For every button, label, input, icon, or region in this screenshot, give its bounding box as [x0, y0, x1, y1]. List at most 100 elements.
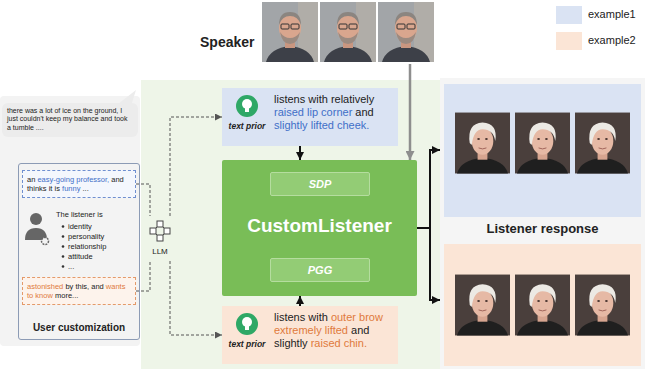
list-item: ...	[68, 262, 74, 271]
text-run	[318, 106, 321, 118]
node-text: astonished by this, and wants to know mo…	[27, 282, 131, 300]
text-run: professor,	[76, 175, 109, 184]
text-run	[104, 282, 106, 291]
text-run	[73, 282, 75, 291]
text-run	[356, 311, 359, 323]
llm-icon	[150, 221, 170, 241]
text-run: brow	[359, 311, 383, 323]
text-run	[33, 291, 35, 300]
text-run: astonished	[27, 282, 63, 291]
text-run: to	[27, 291, 33, 300]
node-text: text prior	[223, 121, 271, 131]
text-run: more...	[55, 291, 78, 300]
llm-icon-node	[157, 235, 163, 241]
list-item: attitude	[68, 252, 93, 261]
text-run	[341, 337, 344, 349]
model-box: CustomListener SDP PGG	[222, 160, 417, 296]
text-run: with	[308, 311, 328, 323]
llm-icon-node	[157, 221, 163, 227]
text-run: lifted	[311, 119, 334, 131]
llm-box: LLM	[142, 216, 178, 261]
text-run	[305, 311, 308, 323]
example1-band	[444, 84, 641, 217]
connector	[409, 64, 412, 160]
listener-photo	[455, 275, 510, 336]
text-prior-box: text priorlistens with outer brow extrem…	[222, 306, 398, 364]
response-group: Listener response	[440, 80, 645, 369]
bulb-badge	[236, 313, 258, 335]
list-item: relationship	[68, 242, 106, 251]
text-run	[304, 106, 307, 118]
text-run	[53, 291, 55, 300]
text-run	[60, 184, 62, 193]
bulb-glass	[242, 317, 252, 327]
text-run: lip	[307, 106, 318, 118]
bullet	[62, 225, 65, 228]
bulb-icon	[235, 312, 259, 336]
text-run	[80, 184, 82, 193]
node-text: LLM	[142, 247, 178, 257]
text-run: raised	[274, 106, 304, 118]
legend-text: example1	[588, 8, 636, 21]
node-text: Listener response	[440, 221, 645, 237]
text-run	[308, 119, 311, 131]
text-run	[63, 282, 65, 291]
speaker-photo	[378, 2, 434, 62]
text-run: and	[91, 282, 104, 291]
bulb-glass	[242, 99, 252, 109]
connector	[417, 150, 440, 228]
response-panel	[440, 78, 645, 369]
text-run	[89, 282, 91, 291]
text-run	[305, 93, 308, 105]
listener-photo	[575, 275, 630, 336]
text-run: thinks	[27, 184, 47, 193]
speech-bubble: there was a lot of ice on the ground, I …	[2, 103, 138, 137]
legend-swatch	[556, 6, 582, 24]
node-text: an easy-going professor, and thinks it i…	[27, 175, 131, 193]
module-box: PGG	[270, 258, 370, 282]
node-text: there was a lot of ice on the ground, I …	[7, 107, 133, 132]
listener-photo	[515, 113, 570, 174]
llm-icon-node	[150, 228, 156, 234]
node-text: PGG	[271, 264, 369, 277]
text-run: know	[35, 291, 53, 300]
bullet	[62, 265, 65, 268]
text-run: funny	[62, 184, 80, 193]
text-run: raised	[311, 337, 341, 349]
persona-box: an easy-going professor, and thinks it i…	[22, 170, 136, 198]
connector	[170, 117, 222, 216]
legend-text: example2	[588, 34, 636, 47]
text-run	[334, 119, 337, 131]
list-heading: The listener is	[56, 210, 103, 219]
text-run	[47, 184, 49, 193]
node-text: CustomListener	[222, 215, 417, 238]
node-text: listens with outer brow extremely lifted…	[274, 311, 394, 351]
text-run	[328, 311, 331, 323]
text-run: listens	[274, 311, 305, 323]
text-run	[328, 93, 331, 105]
bullet	[62, 235, 65, 238]
bullet	[62, 245, 65, 248]
text-run	[109, 175, 111, 184]
speaker-photo	[262, 2, 318, 62]
text-run: corner	[321, 106, 352, 118]
speaker-group: Speaker	[195, 0, 440, 64]
text-run	[308, 337, 311, 349]
node-text: SDP	[271, 178, 369, 191]
text-run	[35, 175, 37, 184]
text-run: slightly	[274, 337, 308, 349]
listener-photo	[575, 113, 630, 174]
text-run: easy-going	[37, 175, 74, 184]
node-text: User customization	[19, 322, 139, 334]
node-text: text prior	[223, 339, 271, 349]
text-run: extremely	[274, 324, 322, 336]
node-text: Speaker	[200, 34, 266, 51]
list-item: personality	[68, 232, 104, 241]
text-run: an	[27, 175, 35, 184]
text-run	[74, 175, 76, 184]
text-run: cheek.	[337, 119, 369, 131]
text-run	[52, 184, 54, 193]
text-run: chin.	[344, 337, 367, 349]
llm-icon-node	[164, 228, 170, 234]
